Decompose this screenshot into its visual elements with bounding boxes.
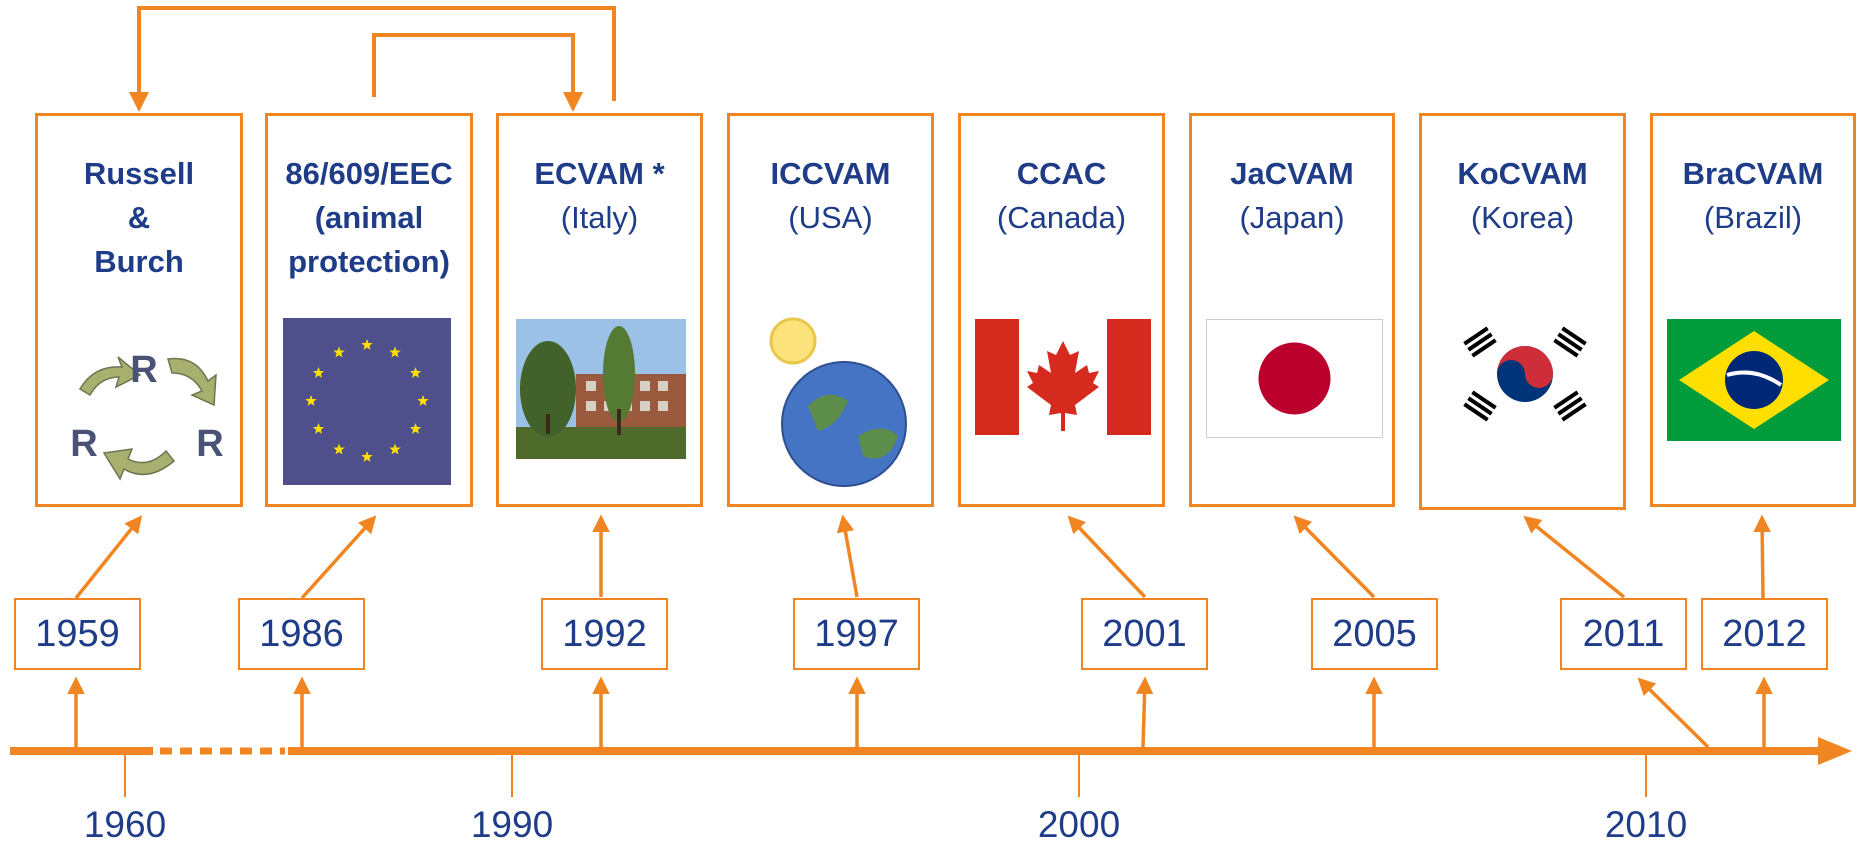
axis-label: 2000 [1037, 804, 1121, 845]
card-directive: 86/609/EEC (animal protection) [265, 113, 473, 507]
card-title: Russell [83, 156, 195, 191]
eu-flag-icon [283, 318, 451, 485]
year-box: 2005 [1311, 598, 1438, 670]
card-title: JaCVAM [1230, 156, 1354, 191]
card-title: KoCVAM [1457, 156, 1588, 191]
card-extra: Burch [94, 244, 184, 279]
card-kocvam: KoCVAM (Korea) [1419, 113, 1626, 510]
rrr-letter-left: R [70, 423, 97, 465]
card-extra: protection) [288, 244, 450, 279]
card-russell-burch: Russell & Burch R R R [35, 113, 243, 507]
eu-star [409, 423, 422, 434]
card-ccac: CCAC (Canada) [958, 113, 1165, 507]
eu-star [312, 423, 325, 434]
eu-star [333, 443, 345, 455]
card-title: 86/609/EEC [285, 156, 453, 191]
card-iccvam: ICCVAM (USA) [727, 113, 934, 507]
year-to-card-arrows [74, 514, 1771, 600]
eu-star [409, 367, 422, 378]
card-subtitle: (Japan) [1239, 200, 1345, 235]
ecvam-building-photo [516, 319, 686, 459]
axis-label: 1990 [470, 804, 554, 845]
year-box: 1997 [793, 598, 920, 670]
axis-to-year-arrows [67, 676, 1773, 749]
card-subtitle: & [127, 200, 151, 235]
axis-label: 1960 [83, 804, 167, 845]
korea-flag-icon [1452, 316, 1598, 432]
eu-star [389, 443, 401, 455]
timeline-axis [10, 737, 1852, 797]
eu-star [389, 346, 401, 358]
card-subtitle: (Canada) [996, 200, 1127, 235]
card-title: ECVAM * [534, 156, 665, 191]
eu-star [312, 367, 325, 378]
rrr-letter-right: R [196, 423, 223, 465]
year-box: 2011 [1560, 598, 1687, 670]
eu-star [361, 451, 373, 462]
year-box: 2012 [1701, 598, 1828, 670]
japan-flag-icon [1206, 319, 1383, 438]
axis-arrow-head [1818, 737, 1852, 765]
connector-ecvam-to-russell [129, 6, 616, 112]
card-title: ICCVAM [770, 156, 891, 191]
rrr-letter-top: R [130, 349, 157, 391]
brazil-flag-icon [1667, 319, 1841, 441]
globe-sun-icon [769, 317, 907, 487]
card-jacvam: JaCVAM (Japan) [1189, 113, 1395, 507]
card-title: BraCVAM [1682, 156, 1824, 191]
card-subtitle: (Korea) [1470, 200, 1575, 235]
axis-label: 2010 [1604, 804, 1688, 845]
card-title: CCAC [1016, 156, 1107, 191]
eu-star [417, 395, 429, 406]
eu-star [361, 339, 373, 350]
eu-star [305, 395, 317, 406]
year-box: 1992 [541, 598, 668, 670]
three-rs-cycle-icon: R R R [70, 349, 224, 481]
card-ecvam: ECVAM * (Italy) [496, 113, 703, 507]
card-subtitle: (Italy) [560, 200, 639, 235]
canada-flag-icon [975, 319, 1151, 435]
year-box: 1986 [238, 598, 365, 670]
card-subtitle: (animal [314, 200, 424, 235]
card-bracvam: BraCVAM (Brazil) [1650, 113, 1856, 507]
year-box: 1959 [14, 598, 141, 670]
year-box: 2001 [1081, 598, 1208, 670]
card-subtitle: (Brazil) [1703, 200, 1803, 235]
card-subtitle: (USA) [788, 200, 873, 235]
eu-star [333, 346, 345, 358]
connector-directive-to-ecvam [372, 33, 583, 112]
